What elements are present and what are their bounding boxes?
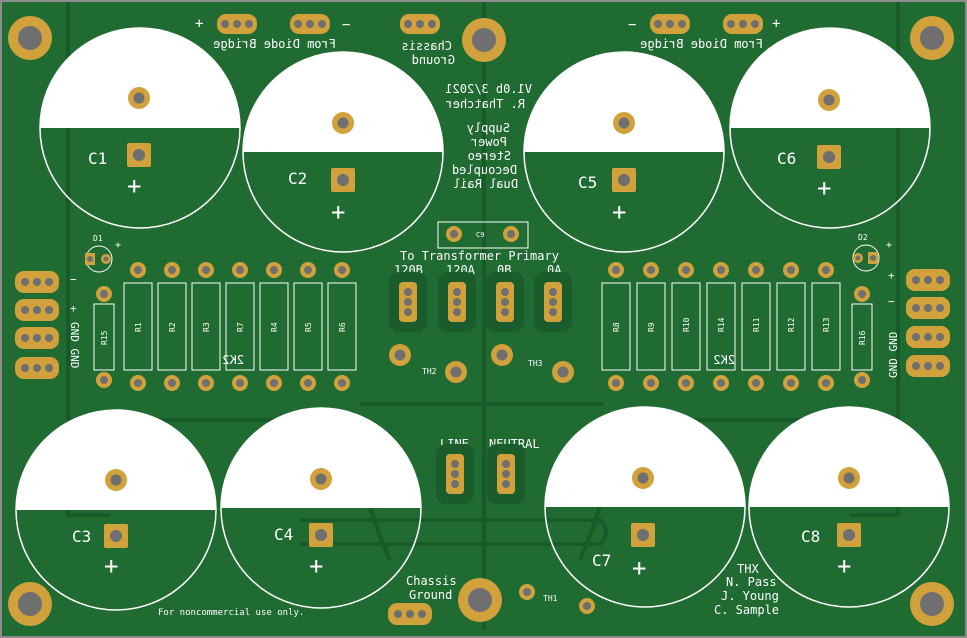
polarity-plus: +: [127, 172, 141, 200]
polarity-plus: +: [309, 552, 323, 580]
polarity-plus: +: [837, 552, 851, 580]
resistor-label: R16: [858, 330, 867, 345]
resistor-label: R2: [168, 322, 177, 332]
capacitor-label: C7: [592, 551, 611, 570]
resistor-value-2k2-right: 2K2: [713, 353, 735, 367]
capacitor-c3: C3 +: [15, 409, 217, 611]
d1-label: D1: [93, 234, 103, 243]
credit-young: J. Young: [721, 589, 779, 603]
polarity-plus: +: [888, 269, 895, 282]
th2-label: TH2: [422, 367, 437, 376]
resistor-label: R8: [612, 322, 621, 332]
polarity-plus: +: [632, 554, 646, 582]
resistor-label: R1: [134, 322, 143, 332]
noncommercial-notice: For noncommercial use only.: [158, 608, 304, 618]
th3-label: TH3: [528, 359, 543, 368]
capacitors: C1 + C2 + C5 + C6 +: [15, 27, 950, 611]
thermistors: TH2 TH3 TH1: [389, 344, 595, 614]
bottom-silkscreen: From Diode Bridge From Diode Bridge Chas…: [213, 37, 763, 367]
capacitor-c1: C1 +: [39, 27, 241, 229]
c9-label: C9: [476, 231, 484, 239]
from-diode-bridge-right: From Diode Bridge: [640, 37, 763, 51]
version-line: V1.0b 3/2021: [445, 82, 532, 96]
polarity-plus: +: [70, 302, 77, 315]
resistors-left: R1 R2 R3 R7 R4 R5 R6 R15: [93, 262, 357, 391]
chassis-ground-bottom-line2: Ground: [409, 588, 452, 602]
resistor-label: R12: [787, 317, 796, 332]
mounting-holes: [8, 16, 954, 626]
resistor-label: R9: [647, 322, 656, 332]
polarity-plus: +: [817, 174, 831, 202]
credit-sample: C. Sample: [714, 603, 779, 617]
capacitor-c8: C8 +: [748, 406, 950, 608]
mains-input: LINE NEUTRAL: [436, 437, 540, 504]
resistor-label: R6: [338, 322, 347, 332]
polarity-minus: −: [628, 17, 636, 33]
capacitor-label: C2: [288, 169, 307, 188]
gnd-connectors-left: − + GND GND: [15, 271, 81, 379]
capacitor-label: C8: [801, 527, 820, 546]
resistor-label: R14: [717, 317, 726, 332]
resistor-label: R10: [682, 317, 691, 332]
resistor-label: R15: [100, 330, 109, 345]
chassis-ground-top-line1: Chassis: [401, 39, 452, 53]
polarity-plus: +: [195, 16, 203, 32]
d2-label: D2: [858, 233, 868, 242]
transformer-primary: To Transformer Primary 120B 120A 0B 0A: [389, 249, 572, 332]
resistor-label: R4: [270, 322, 279, 332]
capacitor-label: C3: [72, 527, 91, 546]
resistor-value-2k2-left: 2K2: [222, 353, 244, 367]
polarity-plus: +: [772, 16, 780, 32]
gnd-connectors-right: + − GND GND: [887, 269, 950, 378]
capacitor-c5: C5 +: [523, 51, 725, 253]
to-transformer-label: To Transformer Primary: [400, 249, 559, 263]
capacitor-label: C1: [88, 149, 107, 168]
author-line: R. Thatcher: [446, 97, 525, 111]
description-power: Power: [471, 135, 507, 149]
polarity-plus: +: [104, 552, 118, 580]
resistor-label: R5: [304, 322, 313, 332]
resistor-label: R3: [202, 322, 211, 332]
credit-thx: THX: [737, 562, 759, 576]
credits: THX N. Pass J. Young C. Sample: [714, 562, 779, 617]
led-d2: D2 +: [852, 233, 892, 272]
polarity-plus: +: [886, 240, 892, 251]
description-dual-rail: Dual Rail: [453, 177, 518, 191]
capacitor-c6: C6 +: [729, 27, 931, 229]
capacitor-label: C4: [274, 525, 293, 544]
gnd-gnd-left-label: GND GND: [68, 322, 81, 368]
description-decoupled: Decoupled: [452, 163, 517, 177]
chassis-ground-bottom-line1: Chassis: [406, 574, 457, 588]
chassis-ground-bottom: Chassis Ground: [388, 574, 457, 625]
polarity-plus: +: [331, 198, 345, 226]
from-diode-bridge-left: From Diode Bridge: [213, 37, 336, 51]
gnd-gnd-right-label: GND GND: [887, 332, 900, 378]
capacitor-c2: C2 +: [242, 51, 444, 253]
description-supply: Supply: [467, 121, 510, 135]
diode-bridge-connectors: + − − +: [195, 14, 780, 34]
capacitor-label: C6: [777, 149, 796, 168]
capacitor-label: C5: [578, 173, 597, 192]
polarity-minus: −: [70, 273, 77, 286]
th1-label: TH1: [543, 594, 558, 603]
polarity-minus: −: [888, 295, 895, 308]
led-d1: D1 +: [85, 234, 121, 273]
resistors-right: R8 R9 R10 R14 R11 R12 R13 R16: [601, 262, 873, 391]
polarity-plus: +: [612, 198, 626, 226]
polarity-minus: −: [342, 17, 350, 33]
capacitor-c9: C9: [437, 221, 529, 249]
chassis-ground-top-line2: Ground: [412, 53, 455, 67]
capacitor-c4: C4 +: [220, 407, 422, 609]
credit-pass: N. Pass: [726, 575, 777, 589]
resistor-label: R13: [822, 317, 831, 332]
polarity-plus: +: [115, 240, 121, 251]
description-stereo: Stereo: [468, 149, 511, 163]
capacitor-c7: C7 +: [544, 406, 746, 608]
resistor-label: R7: [236, 322, 245, 332]
resistor-label: R11: [752, 317, 761, 332]
